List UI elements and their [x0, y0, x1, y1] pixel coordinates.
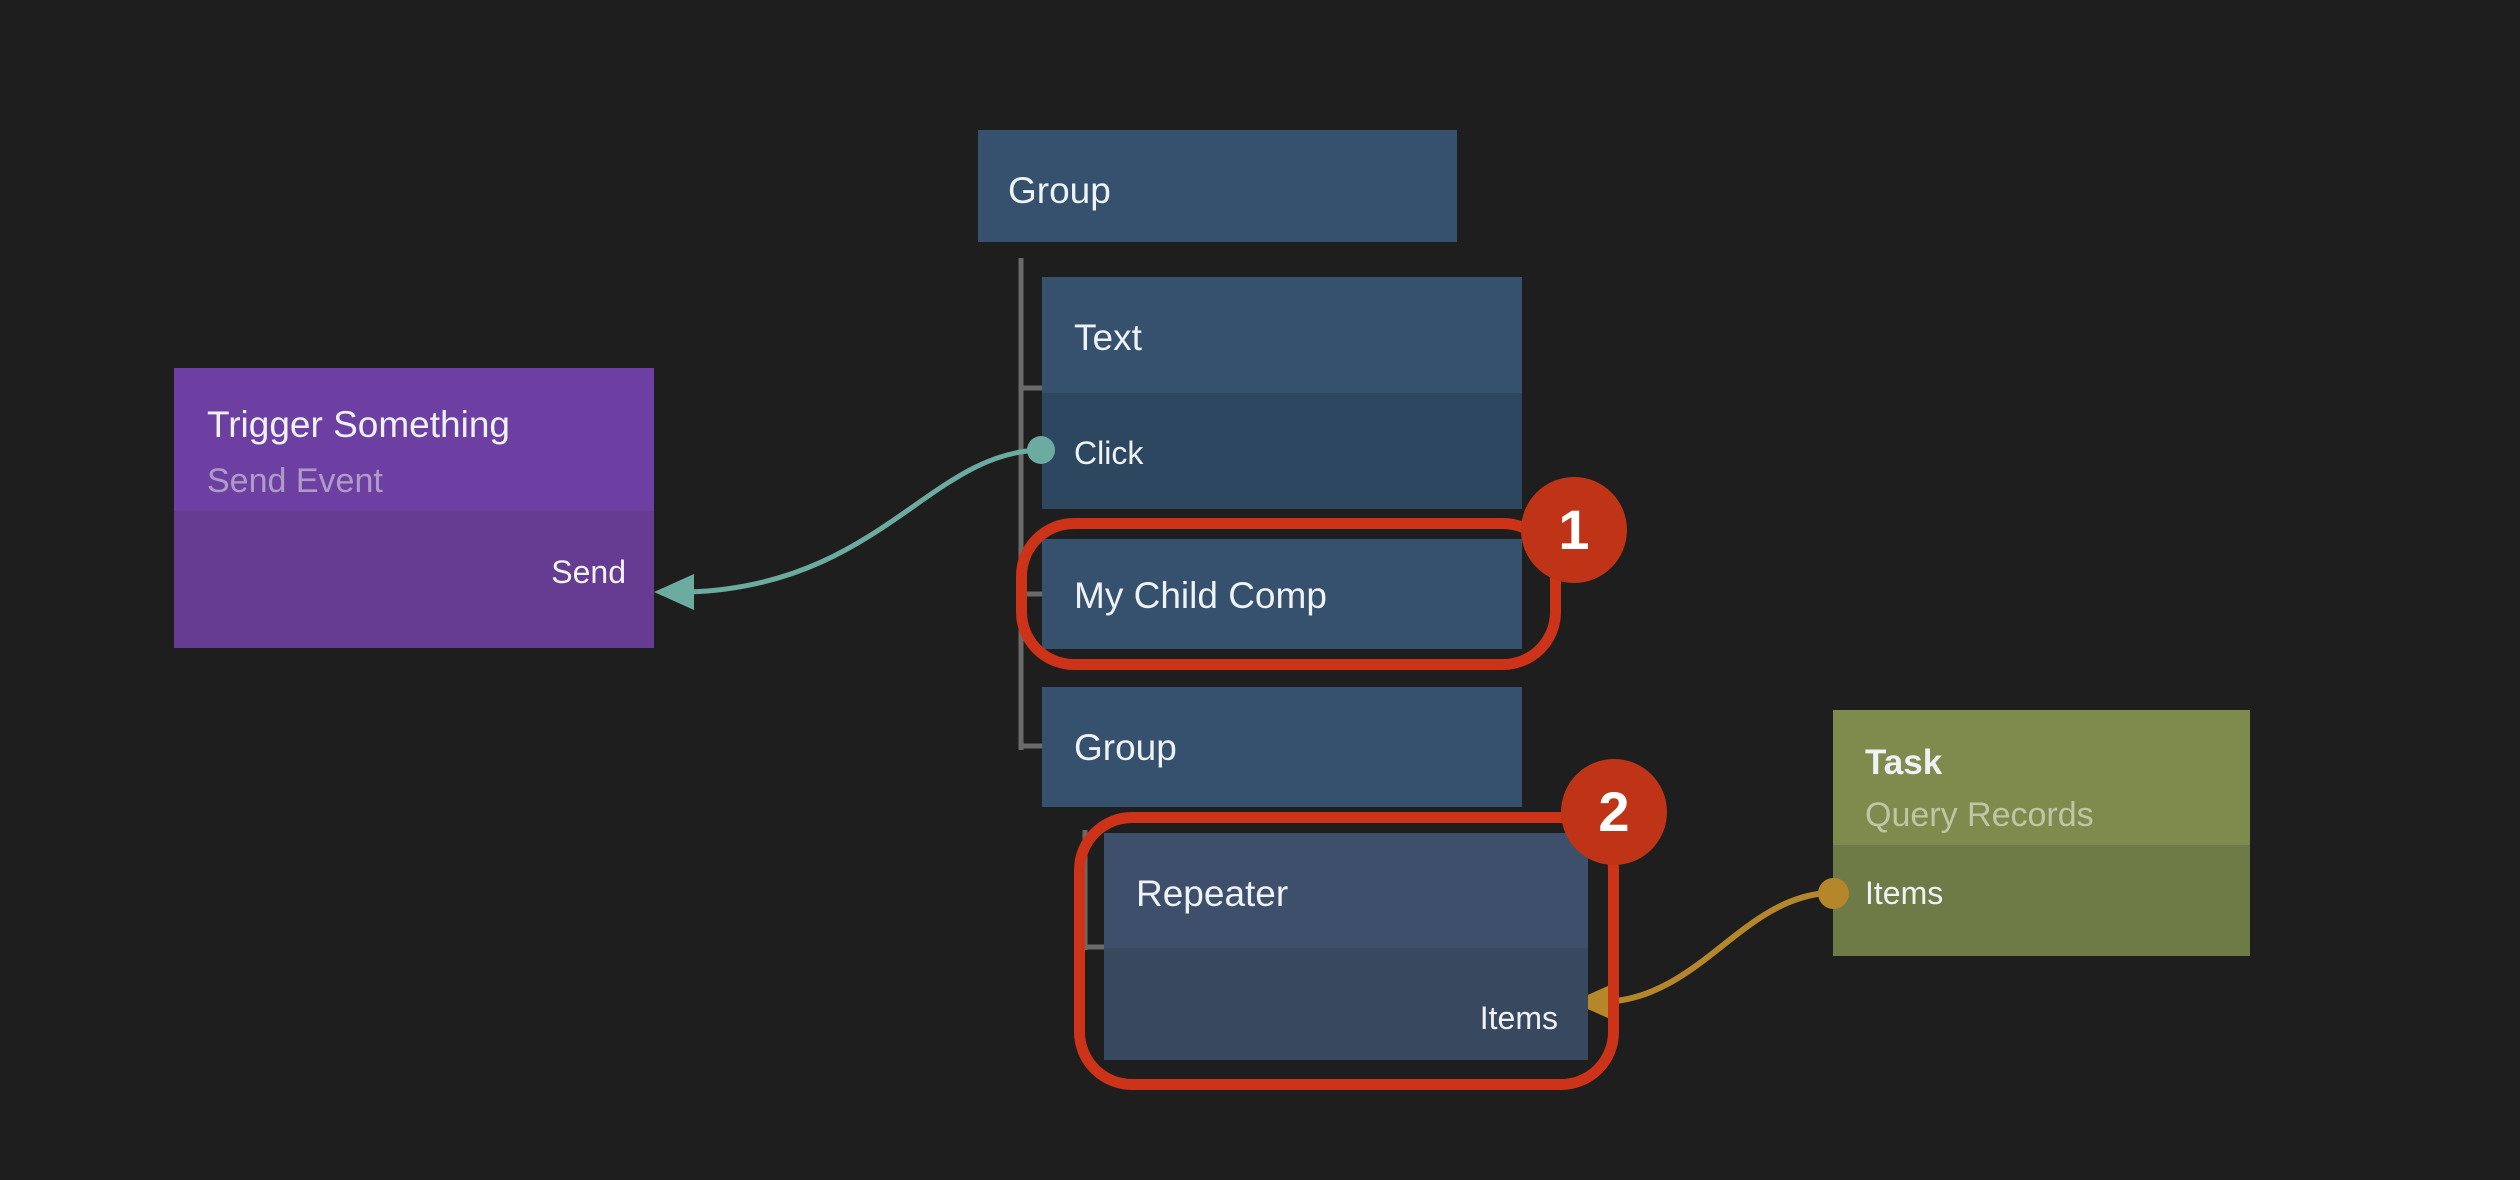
node-group-child[interactable]: Group [1042, 687, 1522, 807]
node-body: Click [1042, 393, 1522, 509]
node-my-child-comp[interactable]: My Child Comp [1042, 539, 1522, 649]
connection-click-to-send [654, 447, 1044, 610]
node-group-root[interactable]: Group [978, 130, 1457, 242]
node-subtitle: Send Event [207, 462, 383, 500]
annotation-badge-number: 1 [1558, 498, 1590, 561]
port-dot-task-items[interactable] [1818, 878, 1849, 909]
annotation-highlight-1 [1016, 518, 1561, 670]
node-task[interactable]: Task Query Records Items [1833, 710, 2250, 956]
node-title: Group [1008, 170, 1111, 211]
annotation-badge-number: 2 [1598, 780, 1630, 843]
port-label-items[interactable]: Items [1479, 1000, 1558, 1036]
node-trigger-something[interactable]: Trigger Something Send Event Send [174, 368, 654, 648]
node-title: Task [1865, 743, 1943, 782]
node-repeater[interactable]: Repeater Items [1104, 833, 1588, 1060]
node-header: Trigger Something Send Event [174, 368, 654, 511]
node-header: Task Query Records [1833, 710, 2250, 845]
node-body: Items [1833, 845, 2250, 956]
node-title: Group [1074, 727, 1177, 768]
node-title: Trigger Something [207, 404, 510, 445]
port-label-send[interactable]: Send [551, 554, 626, 590]
port-label-click[interactable]: Click [1074, 435, 1144, 471]
node-text[interactable]: Text Click [1042, 277, 1522, 509]
node-header: Text [1042, 277, 1522, 393]
node-title: My Child Comp [1074, 575, 1327, 616]
port-label-items[interactable]: Items [1865, 875, 1944, 911]
node-body: Items [1104, 948, 1588, 1060]
node-subtitle: Query Records [1865, 796, 2094, 834]
node-header: My Child Comp [1042, 539, 1522, 649]
annotation-highlight-2 [1074, 812, 1619, 1090]
node-header: Group [1042, 687, 1522, 807]
node-header: Group [978, 130, 1457, 242]
node-body: Send [174, 511, 654, 648]
node-title: Text [1074, 317, 1142, 358]
port-dot-click[interactable] [1027, 436, 1055, 464]
node-title: Repeater [1136, 873, 1289, 914]
annotation-badge-2: 2 [1561, 759, 1667, 865]
node-header: Repeater [1104, 833, 1588, 948]
annotation-badge-1: 1 [1521, 477, 1627, 583]
